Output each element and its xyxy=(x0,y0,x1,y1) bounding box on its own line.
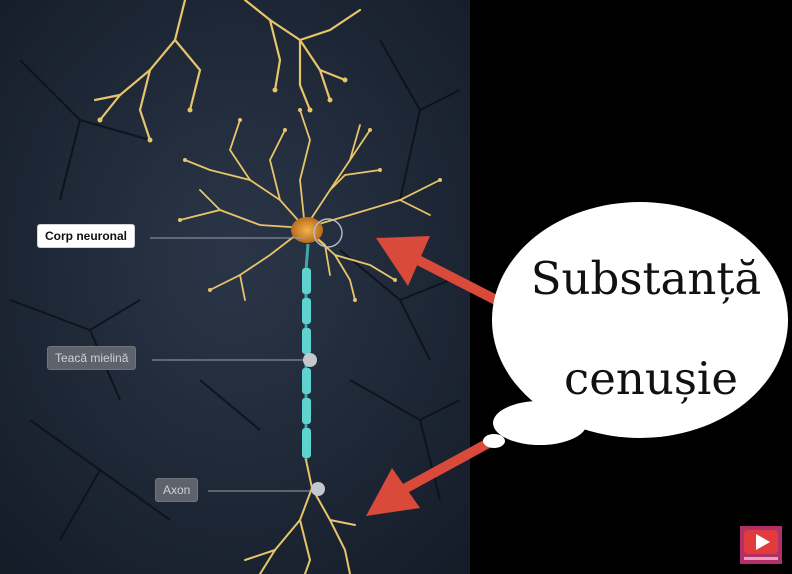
arrow-to-axon-terminals xyxy=(366,435,499,516)
upper-dendrite-tips xyxy=(97,77,348,143)
background-neurons xyxy=(9,39,461,541)
upper-dendrites xyxy=(93,0,362,142)
label-leaders xyxy=(150,237,313,492)
callout-line-1: Substanță xyxy=(530,252,762,305)
subscribe-play-icon xyxy=(740,526,782,564)
axon-terminals xyxy=(244,459,356,574)
main-dendrites xyxy=(179,109,441,301)
axon-marker xyxy=(311,482,325,496)
label-axon: Axon xyxy=(155,478,199,502)
neuron-illustration xyxy=(0,0,470,574)
myelin-marker xyxy=(303,353,317,367)
thought-bubble xyxy=(483,202,788,448)
label-cell-body: Corp neuronal xyxy=(37,224,136,248)
main-dendrite-tips xyxy=(178,108,442,302)
callout-line-2: cenușie xyxy=(564,352,738,405)
arrow-to-cell-body xyxy=(376,236,501,305)
myelinated-axon xyxy=(302,243,311,460)
label-myelin-sheath: Teacă mielină xyxy=(47,346,137,370)
cell-body-marker xyxy=(313,218,343,248)
